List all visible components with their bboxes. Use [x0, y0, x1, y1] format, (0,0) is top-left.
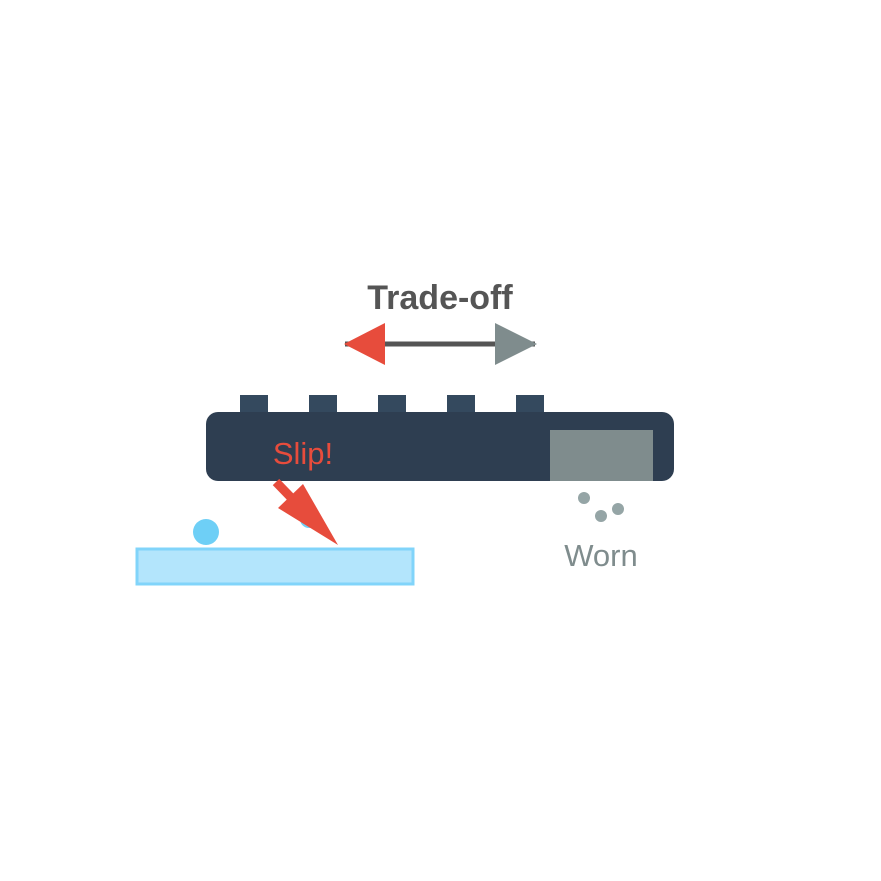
slip-label: Slip!	[273, 436, 333, 471]
worn-label: Worn	[564, 538, 638, 573]
tread-blocks	[240, 395, 544, 415]
tread-block	[309, 395, 337, 415]
tread-block	[516, 395, 544, 415]
debris-particle	[595, 510, 607, 522]
tread-block	[447, 395, 475, 415]
debris-particle	[578, 492, 590, 504]
durability-arrow-right-icon	[495, 323, 537, 365]
grip-arrow-left-icon	[344, 323, 385, 365]
diagram-title: Trade-off	[367, 279, 513, 317]
tradeoff-double-arrow	[344, 323, 537, 365]
debris-particle	[612, 503, 624, 515]
worn-patch	[550, 430, 653, 481]
ice-surface	[135, 547, 415, 586]
tread-block	[240, 395, 268, 415]
water-drop	[193, 519, 219, 545]
slip-arrow-icon	[272, 478, 338, 545]
tread-block	[378, 395, 406, 415]
